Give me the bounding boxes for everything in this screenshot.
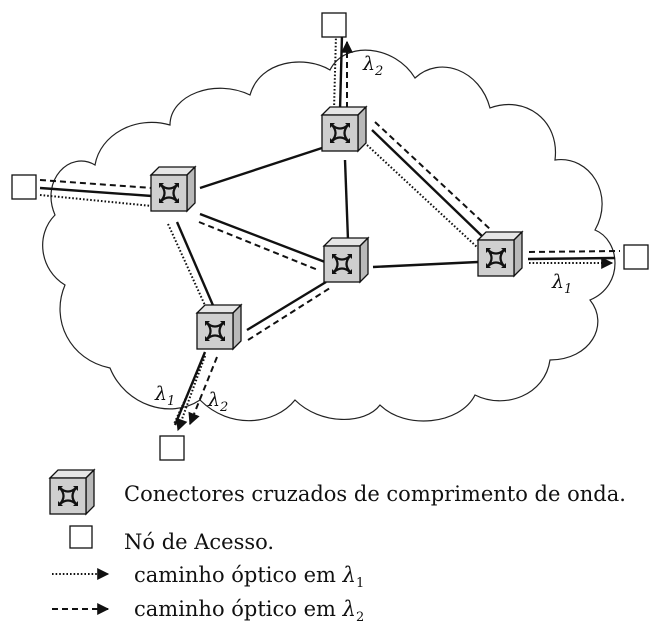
legend-lambda1-label: caminho óptico em λ1 [134, 563, 365, 592]
access-node-bottom [159, 435, 185, 461]
access-node-right [623, 244, 649, 270]
oxc-node-center [322, 236, 370, 284]
lightpath-lambda1 [39, 34, 614, 432]
fiber-links [39, 34, 616, 426]
lambda-label-bottom-right: λ2 [207, 389, 228, 415]
oxc-node-top [320, 105, 368, 153]
legend-oxc-label: Conectores cruzados de comprimento de on… [124, 482, 626, 506]
network-cloud [42, 49, 616, 422]
legend-lambda2-label: caminho óptico em λ2 [134, 597, 365, 626]
legend-oxc-icon [48, 468, 96, 516]
lightpath-lambda2 [39, 40, 621, 426]
lambda-label-right: λ1 [551, 271, 572, 297]
access-node-left [11, 174, 37, 200]
oxc-node-left [149, 165, 197, 213]
legend-access-node-label: Nó de Acesso. [124, 530, 275, 554]
lambda-label-bottom-left: λ1 [154, 383, 175, 409]
access-node-top [321, 12, 347, 38]
legend-access-node-icon [69, 525, 93, 549]
oxc-node-right [476, 230, 524, 278]
oxc-node-bottom [195, 303, 243, 351]
lambda-label-top: λ2 [362, 53, 383, 79]
